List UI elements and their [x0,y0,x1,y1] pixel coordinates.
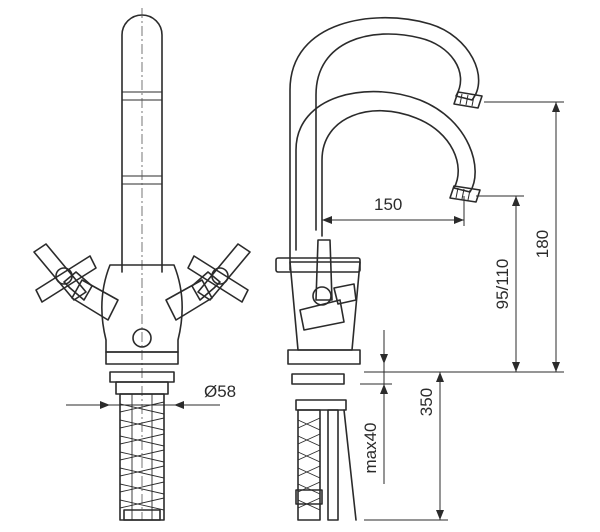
side-view: 150 95/110 180 350 [275,16,564,521]
dim-max-thickness-label: max40 [361,422,380,473]
side-body [289,261,361,351]
dim-spout-reach: 150 [322,195,465,226]
side-hoses [295,409,357,521]
dim-spout-height: 95/110 [364,195,524,373]
side-mounting-plate [291,373,345,385]
dim-spout-reach-label: 150 [374,195,402,214]
dim-overall-height: 180 [484,101,564,373]
side-spout-low [295,90,476,251]
dim-base-diameter: Ø58 [66,382,236,409]
dim-overall-height-label: 180 [533,230,552,258]
side-cross-handle [275,239,361,331]
front-left-valve-arm [71,279,119,321]
dim-spout-height-label: 95/110 [493,259,512,310]
front-right-valve-arm [165,279,213,321]
side-spout-high [289,16,480,271]
dim-hose-length-label: 350 [417,388,436,416]
front-right-cross-handle [187,243,251,303]
dim-base-diameter-label: Ø58 [204,382,236,401]
front-view: Ø58 [33,8,251,521]
front-hoses [119,393,165,521]
front-left-cross-handle [33,243,97,303]
dim-hose-length: 350 [364,372,448,521]
dim-max-thickness: max40 [360,330,392,484]
